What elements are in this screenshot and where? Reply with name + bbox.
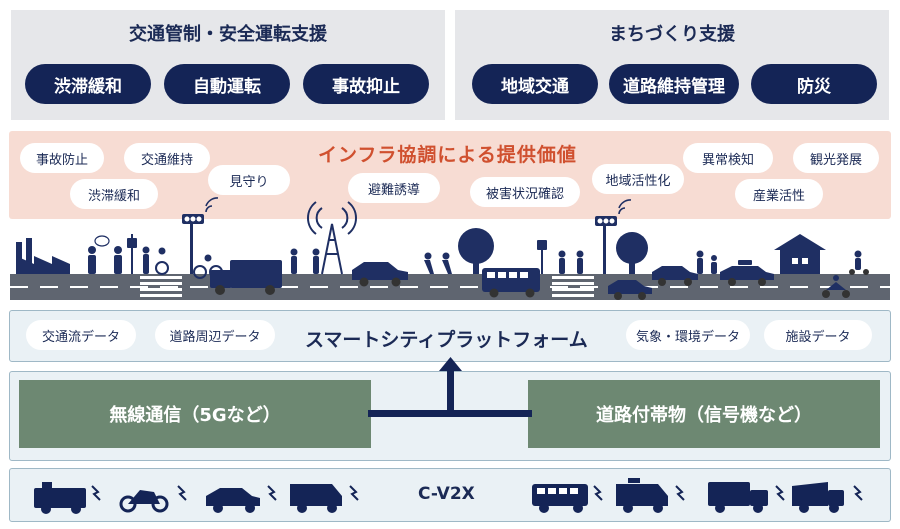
traffic-signal-icon-left [182,197,219,274]
factory-icon [16,238,70,274]
data-road-surroundings: 道路周辺データ [155,320,275,350]
elderly-people-icon [558,250,584,274]
tree-icon-center [458,228,494,274]
data-traffic-flow: 交通流データ [26,320,136,350]
bus-stop-sign-icon [127,234,137,274]
van-icon-cv2x [290,484,359,513]
pill-local-transport: 地域交通 [472,64,598,104]
runners-icon [424,252,452,274]
truck-icon [210,260,282,295]
traffic-control-title: 交通管制・安全運転支援 [129,24,327,45]
bubble-tourism-development: 観光発展 [793,143,879,173]
car-icon-right-lower [608,280,652,300]
infra-value-title: インフラ協調による提供価値 [318,144,577,166]
cv2x-vehicles-right [532,478,863,513]
motorcycle-icon-cv2x [119,485,187,513]
bubble-congestion-relief: 渋滞緩和 [70,179,158,209]
bubble-watching-over: 見守り [208,165,290,195]
platform-title: スマートシティプラットフォーム [305,329,588,351]
scooter-rider-icon [849,250,869,275]
taxi-icon [720,260,774,286]
ambulance-icon-cv2x [616,478,685,513]
crosswalk-left [140,276,182,297]
data-weather-environment: 気象・環境データ [626,320,750,350]
crosswalk-right [552,276,594,297]
traffic-control-panel: 交通管制・安全運転支援 渋滞緩和 自動運転 事故抑止 [11,10,445,120]
pill-autonomous-driving: 自動運転 [164,64,290,104]
tree-icon-right [616,232,648,274]
bubble-damage-confirmation: 被害状況確認 [470,177,580,207]
garbage-truck-icon-cv2x [792,482,863,513]
city-road-illustration [10,197,890,300]
pill-accident-deterrence: 事故抑止 [303,64,429,104]
connection-arrow [368,357,532,417]
car-icon-center [352,262,408,287]
bus-stop-sign-icon-right [537,240,547,274]
pill-road-maintenance: 道路維持管理 [609,64,739,104]
people-talking-icon [88,235,122,274]
car-icon-right-upper [652,266,698,286]
cv2x-vehicles-left [34,482,359,514]
cargo-truck-icon-cv2x [708,482,785,513]
bubble-regional-revitalization: 地域活性化 [592,164,684,194]
family-icon [696,250,717,274]
bubble-evacuation-guidance: 避難誘導 [348,173,440,203]
pill-disaster-prevention: 防災 [751,64,877,104]
bubble-accident-prevention: 事故防止 [20,143,104,173]
town-development-title: まちづくり支援 [609,24,735,45]
pedestrians-icon [290,248,320,274]
data-facilities: 施設データ [764,320,872,350]
antenna-tower-icon [307,201,357,275]
bubble-anomaly-detection: 異常検知 [683,143,773,173]
wireless-communication-box: 無線通信（5Gなど） [19,380,371,448]
traffic-signal-icon-right [595,199,632,274]
pill-congestion-relief: 渋滞緩和 [25,64,151,104]
car-icon-cv2x [206,485,277,513]
town-development-panel: まちづくり支援 地域交通 道路維持管理 防災 [455,10,889,120]
wheelchair-user-icon [142,246,169,275]
bus-icon [482,268,540,298]
house-icon [774,234,826,274]
bus-icon-cv2x [532,484,603,513]
bubble-traffic-maintenance: 交通維持 [124,143,210,173]
road-equipment-box: 道路付帯物（信号機など） [528,380,880,448]
motorcycle-icon [822,275,850,298]
fire-truck-icon [34,482,101,514]
bubble-industrial-activation: 産業活性 [735,179,823,209]
cv2x-label: C-V2X [418,484,475,504]
